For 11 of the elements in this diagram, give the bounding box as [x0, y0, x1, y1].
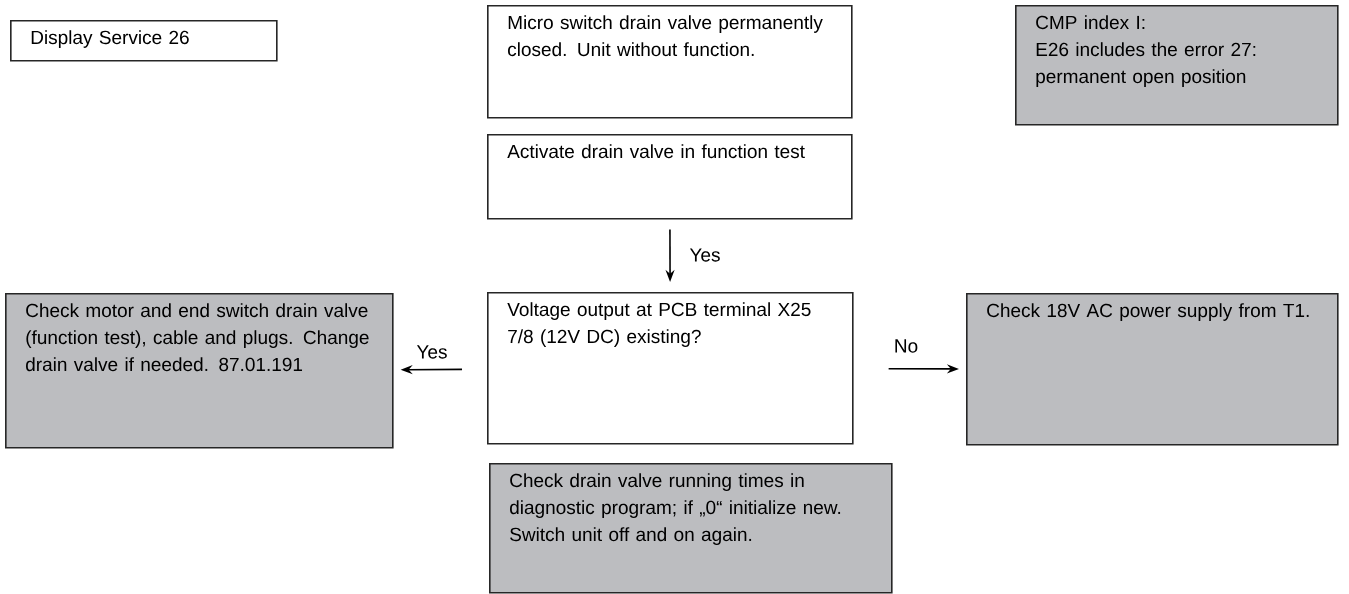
note-box: Check drain valve running times in diagnostic program; if „0“ initialize new. Switch unit off and on again.	[489, 463, 893, 594]
note-box: Check 18V AC power supply from T1.	[966, 293, 1339, 446]
edge-label: No	[895, 339, 918, 353]
note-box: CMP index I: E26 includes the error 27: permanent open position	[1015, 5, 1339, 126]
process-box: Micro switch drain valve permanently closed. Unit without function.	[487, 5, 853, 119]
process-box: Activate drain valve in function test	[487, 134, 853, 220]
process-box: Voltage output at PCB terminal X25 7/8 (12V DC) existing?	[487, 292, 854, 445]
process-box: Display Service 26	[10, 20, 278, 62]
edge-label: Yes	[689, 248, 720, 262]
edge-label: Yes	[416, 345, 447, 359]
note-box: Check motor and end switch drain valve (function test), cable and plugs. Change drain valve if needed. 87.01.191	[5, 293, 394, 449]
